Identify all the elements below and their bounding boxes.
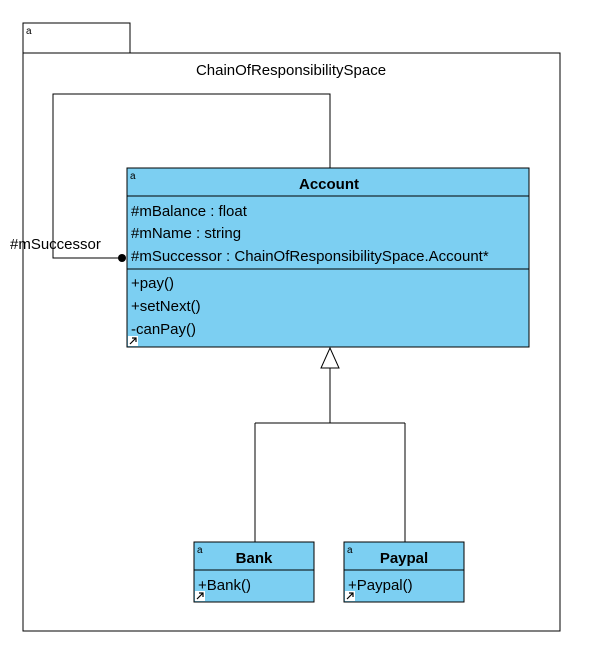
class-bank[interactable]: a Bank +Bank() bbox=[193, 541, 315, 603]
link-arrow-icon bbox=[128, 336, 138, 346]
class-account-marker: a bbox=[130, 171, 136, 182]
self-association-line bbox=[52, 93, 331, 259]
class-paypal-marker: a bbox=[347, 545, 353, 556]
generalization-arrowhead bbox=[320, 346, 340, 369]
package-name: ChainOfResponsibilitySpace bbox=[196, 62, 386, 79]
class-account-attribute: #mName : string bbox=[131, 225, 241, 242]
class-account[interactable]: a Account #mBalance : float #mName : str… bbox=[126, 167, 530, 348]
link-arrow-icon bbox=[195, 591, 205, 601]
association-end-dot bbox=[118, 254, 126, 262]
package-tab-marker: a bbox=[26, 26, 32, 37]
class-account-operation: +setNext() bbox=[131, 298, 201, 315]
link-arrow-icon bbox=[345, 591, 355, 601]
class-bank-name: Bank bbox=[236, 550, 273, 567]
class-account-operation: +pay() bbox=[131, 275, 174, 292]
class-account-attribute: #mSuccessor : ChainOfResponsibilitySpace… bbox=[131, 248, 489, 265]
class-bank-operation: +Bank() bbox=[198, 577, 251, 594]
generalization-connectors[interactable] bbox=[254, 346, 406, 542]
class-paypal-name: Paypal bbox=[380, 550, 428, 567]
class-account-box bbox=[126, 167, 530, 348]
class-bank-marker: a bbox=[197, 545, 203, 556]
class-account-attribute: #mBalance : float bbox=[131, 203, 248, 220]
class-account-operation: -canPay() bbox=[131, 321, 196, 338]
class-bank-box bbox=[193, 541, 315, 603]
class-paypal-operation: +Paypal() bbox=[348, 577, 413, 594]
association-role-label: #mSuccessor bbox=[10, 236, 101, 253]
class-paypal[interactable]: a Paypal +Paypal() bbox=[343, 541, 465, 603]
class-paypal-box bbox=[343, 541, 465, 603]
self-association-msuccessor[interactable]: #mSuccessor bbox=[10, 93, 331, 262]
package-tab bbox=[22, 22, 131, 54]
class-account-name: Account bbox=[299, 176, 359, 193]
